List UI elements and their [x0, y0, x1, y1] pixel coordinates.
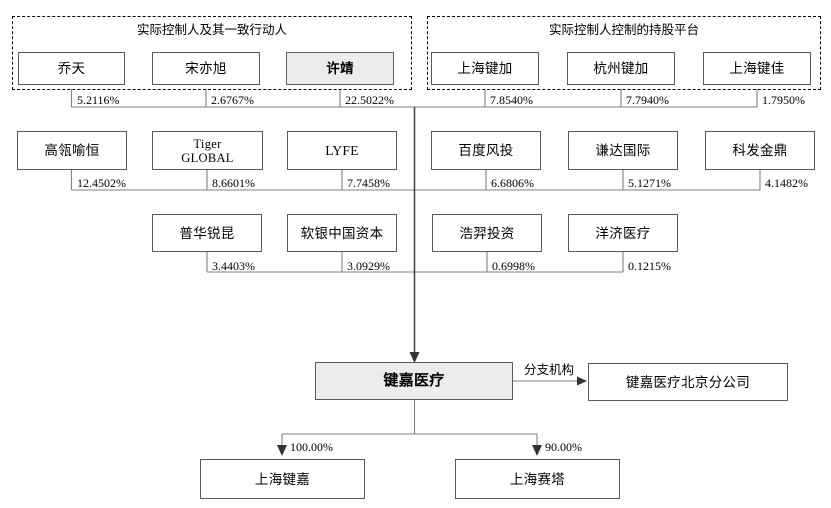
node-jianjia-beijing-branch[interactable]: 键嘉医疗北京分公司: [588, 363, 788, 401]
pct-baidu-fengtou: 6.6806%: [491, 176, 534, 190]
node-shanghai-saita[interactable]: 上海赛塔: [455, 459, 620, 499]
group-actual-controllers-title: 实际控制人及其一致行动人: [136, 23, 287, 37]
pct-hangzhou-jianjia: 7.7940%: [626, 93, 669, 107]
node-tiger-global[interactable]: Tiger GLOBAL: [152, 131, 263, 170]
node-haoyi-touzi[interactable]: 浩羿投资: [432, 214, 542, 252]
node-hangzhou-jianjia[interactable]: 杭州键加: [567, 52, 675, 85]
node-qiaotian[interactable]: 乔天: [18, 52, 125, 85]
node-shanghai-jianjia-b[interactable]: 上海键佳: [703, 52, 811, 85]
node-qianda-guoji[interactable]: 谦达国际: [568, 131, 678, 170]
node-gaoling-yuheng[interactable]: 高瓴喻恒: [17, 131, 127, 170]
node-yangji-yiliao[interactable]: 洋济医疗: [568, 214, 678, 252]
node-ruanyin-china-capital[interactable]: 软银中国资本: [287, 214, 397, 252]
pct-gaoling-yuheng: 12.4502%: [77, 176, 126, 190]
pct-qiaotian: 5.2116%: [77, 93, 120, 107]
node-xujing[interactable]: 许靖: [286, 52, 394, 85]
pct-haoyi-touzi: 0.6998%: [492, 259, 535, 273]
pct-lyfe: 7.7458%: [347, 176, 390, 190]
node-shanghai-jianjia-sub[interactable]: 上海键嘉: [200, 459, 365, 499]
group-holding-platforms: 实际控制人控制的持股平台: [427, 16, 821, 90]
node-tiger-global-line2: GLOBAL: [181, 150, 234, 165]
pct-tiger-global: 8.6601%: [212, 176, 255, 190]
node-tiger-global-line1: Tiger: [193, 136, 222, 151]
pct-shanghai-jianjia-b: 1.7950%: [762, 93, 805, 107]
pct-songyixu: 2.6767%: [211, 93, 254, 107]
group-holding-platforms-title: 实际控制人控制的持股平台: [548, 23, 699, 37]
pct-yangji-yiliao: 0.1215%: [628, 259, 671, 273]
node-lyfe[interactable]: LYFE: [287, 131, 397, 170]
pct-qianda-guoji: 5.1271%: [628, 176, 671, 190]
pct-puhua-ruikun: 3.4403%: [212, 259, 255, 273]
edge-label-branch: 分支机构: [524, 363, 575, 377]
node-puhua-ruikun[interactable]: 普华锐昆: [152, 214, 262, 252]
pct-shanghai-saita: 90.00%: [545, 440, 582, 454]
node-songyixu[interactable]: 宋亦旭: [152, 52, 260, 85]
node-shanghai-jianjia-platform[interactable]: 上海键加: [431, 52, 539, 85]
pct-kefa-jinding: 4.1482%: [765, 176, 808, 190]
node-baidu-fengtou[interactable]: 百度风投: [431, 131, 541, 170]
pct-ruanyin-china-capital: 3.0929%: [347, 259, 390, 273]
pct-xujing: 22.5022%: [345, 93, 394, 107]
group-actual-controllers: 实际控制人及其一致行动人: [12, 16, 412, 90]
node-kefa-jinding[interactable]: 科发金鼎: [705, 131, 815, 170]
pct-shanghai-jianjia-sub: 100.00%: [290, 440, 333, 454]
node-jianjia-medical[interactable]: 键嘉医疗: [315, 362, 513, 400]
pct-shanghai-jianjia-platform: 7.8540%: [490, 93, 533, 107]
